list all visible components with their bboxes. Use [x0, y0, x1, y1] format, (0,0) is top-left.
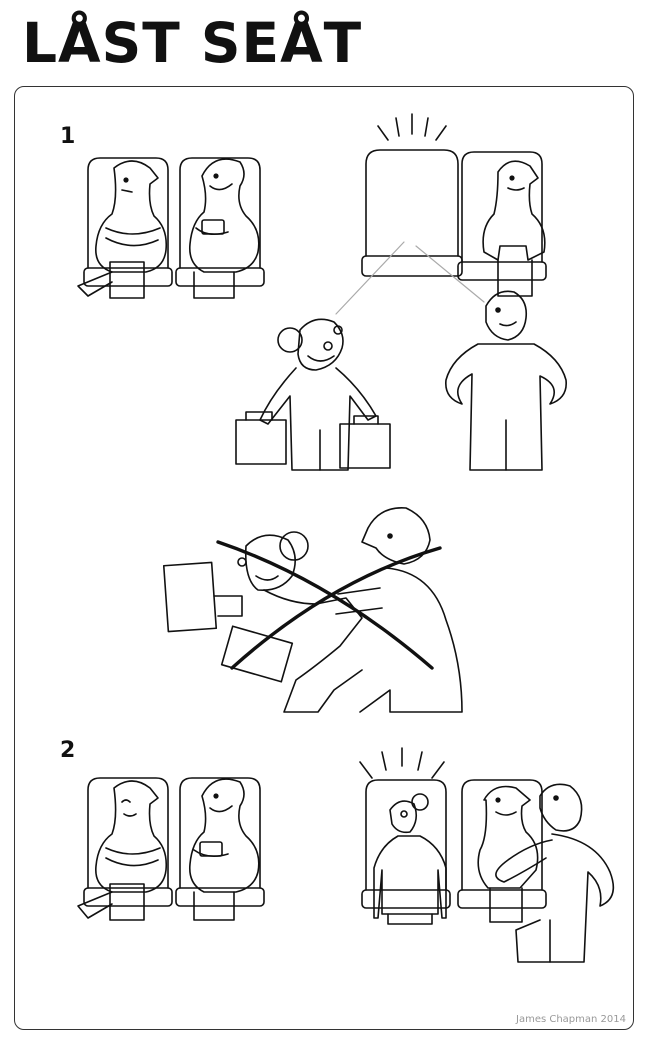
highlight-rays-icon: [378, 114, 446, 140]
step2-resolution-scene: [360, 748, 613, 962]
prohibited-pushing-scene: [164, 508, 462, 712]
empty-seat-icon: [362, 150, 462, 276]
step-number-1: 1: [60, 124, 76, 149]
step-number-2: 2: [60, 738, 76, 763]
suitcase-left-icon: [236, 420, 286, 464]
passenger-being-hugged: [478, 787, 537, 923]
passenger-on-phone: [190, 779, 259, 920]
step1-passengers-seated: [78, 157, 265, 298]
cross-out-x-icon: [218, 542, 440, 668]
elderly-woman-with-suitcases: [236, 319, 390, 470]
seat-icon: [361, 779, 451, 909]
passenger-hands-on-knees: [483, 161, 545, 296]
sightline-lines: [336, 242, 484, 314]
elderly-woman-seated: [374, 794, 446, 924]
nose-icon: [324, 342, 332, 350]
passenger-arms-folded: [78, 160, 168, 298]
step1-empty-seat-scene: [362, 114, 547, 296]
glasses-icon: [401, 811, 407, 817]
suitcase-right-icon: [340, 424, 390, 468]
glasses-icon: [334, 326, 342, 334]
man-hugging: [496, 784, 613, 962]
man-hands-on-hips: [446, 291, 566, 470]
highlight-rays-icon: [360, 748, 444, 778]
passenger-arms-folded-content: [78, 780, 168, 920]
suitcase-icon: [164, 562, 216, 631]
page-title: LÅST SEÅT: [22, 11, 363, 75]
instruction-panel: [14, 86, 634, 1030]
step2-passengers-seated: [78, 777, 265, 920]
artist-credit: James Chapman 2014: [516, 1014, 626, 1025]
passenger-on-phone: [190, 159, 259, 298]
suitcase-icon: [222, 626, 293, 682]
